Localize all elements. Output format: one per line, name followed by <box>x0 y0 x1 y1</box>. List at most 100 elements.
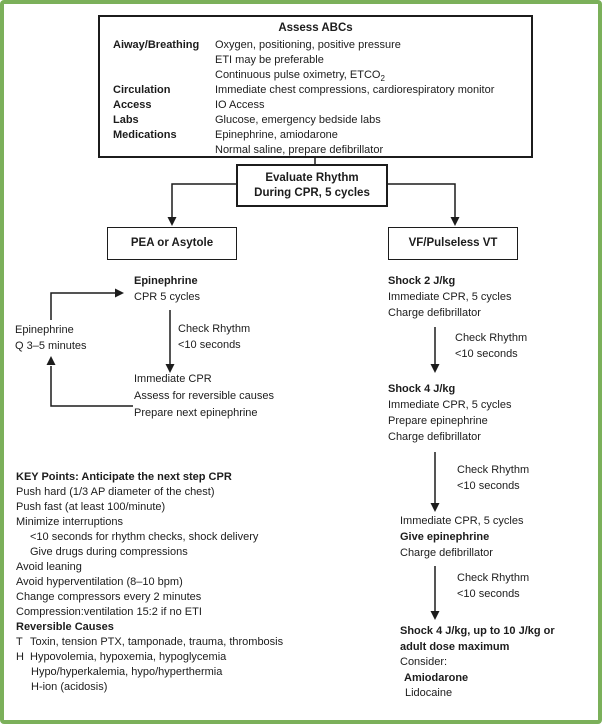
reversible-causes-title: Reversible Causes <box>16 621 114 633</box>
right-check-rhythm-1: Check Rhythm <10 seconds <box>455 330 527 362</box>
give-epi-bold-line: Give epinephrine <box>400 531 490 543</box>
reversible-cause-line: T Toxin, tension PTX, tamponade, trauma, … <box>16 635 283 650</box>
cause-text: Toxin, tension PTX, tamponade, trauma, t… <box>30 636 284 648</box>
assess-row-value: Glucose, emergency bedside labs <box>215 114 381 126</box>
key-point-line: Avoid hyperventilation (8–10 bpm) <box>16 576 183 588</box>
left-cpr-5-cycles: CPR 5 cycles <box>134 291 201 303</box>
assess-row-label: Labs <box>113 114 139 126</box>
key-point-line: <10 seconds for rhythm checks, shock del… <box>30 531 259 543</box>
give-epi-line2: Charge defibrillator <box>400 547 493 559</box>
assess-row: Circulation Immediate chest compressions… <box>100 83 531 98</box>
etco2-subscript: 2 <box>380 74 385 84</box>
assess-row-label: Access <box>113 99 152 111</box>
right-check-2-line1: Check Rhythm <box>457 464 530 476</box>
right-check-1-line1: Check Rhythm <box>455 332 528 344</box>
assess-row: Medications Epinephrine, amiodarone <box>100 128 531 143</box>
cause-text: Hypo/hyperkalemia, hypo/hyperthermia <box>31 666 223 678</box>
key-point-line: Minimize interruptions <box>16 516 123 528</box>
left-epinephrine-step: Epinephrine CPR 5 cycles <box>134 273 200 305</box>
left-immediate-cpr-step: Immediate CPR Assess for reversible caus… <box>134 371 274 422</box>
shock-4jkg-line2: Prepare epinephrine <box>388 415 488 427</box>
shock-2jkg-step: Shock 2 J/kg Immediate CPR, 5 cycles Cha… <box>388 273 511 321</box>
reversible-cause-line: H Hypovolemia, hypoxemia, hypoglycemia <box>16 650 283 665</box>
assess-row-value: Continuous pulse oximetry, ETCO2 <box>215 68 385 86</box>
assess-row-label: Aiway/Breathing <box>113 39 200 51</box>
key-point-line: Avoid leaning <box>16 561 82 573</box>
connector-to-pea <box>171 183 236 217</box>
shock-4jkg-title: Shock 4 J/kg <box>388 383 456 395</box>
shock-4jkg-line3: Charge defibrillator <box>388 431 481 443</box>
arrowhead-right-3 <box>430 611 440 620</box>
final-shock-step: Shock 4 J/kg, up to 10 J/kg or adult dos… <box>400 624 555 702</box>
arrowhead-to-vf <box>450 217 460 226</box>
right-check-rhythm-2: Check Rhythm <10 seconds <box>457 462 529 494</box>
shock-2jkg-line2: Charge defibrillator <box>388 307 481 319</box>
connector-to-vf <box>388 183 456 217</box>
arrowhead-left-check <box>165 364 175 373</box>
loop-label-line1: Epinephrine <box>15 324 74 336</box>
left-immediate-cpr-line1: Immediate CPR <box>134 373 212 385</box>
assess-row-value: Normal saline, prepare defibrillator <box>215 144 384 156</box>
key-point-line: Push hard (1/3 AP diameter of the chest) <box>16 486 215 498</box>
cause-text: H-ion (acidosis) <box>31 681 108 693</box>
assess-row-value: Immediate chest compressions, cardioresp… <box>215 84 495 96</box>
assess-row-label: Medications <box>113 129 177 141</box>
assess-row-value-text: Continuous pulse oximetry, ETCO <box>215 69 381 81</box>
key-point-line: Give drugs during compressions <box>30 546 188 558</box>
final-lidocaine: Lidocaine <box>405 687 453 699</box>
cause-text: Hypovolemia, hypoxemia, hypoglycemia <box>30 651 227 663</box>
vf-pulseless-vt-box: VF/Pulseless VT <box>388 227 518 260</box>
pea-asystole-label: PEA or Asytole <box>130 237 214 249</box>
shock-2jkg-title: Shock 2 J/kg <box>388 275 456 287</box>
reversible-cause-line: Hypo/hyperkalemia, hypo/hyperthermia <box>16 665 283 680</box>
left-immediate-cpr-line2: Assess for reversible causes <box>134 390 274 402</box>
assess-abcs-title: Assess ABCs <box>278 22 353 34</box>
right-check-3-line1: Check Rhythm <box>457 572 530 584</box>
assess-row: Aiway/Breathing Oxygen, positioning, pos… <box>100 38 531 53</box>
left-epinephrine-title: Epinephrine <box>134 275 198 287</box>
assess-row: Access IO Access <box>100 98 531 113</box>
assess-row: ETI may be preferable <box>100 53 531 68</box>
epinephrine-loop-label: Epinephrine Q 3–5 minutes <box>15 322 87 354</box>
loop-top-line <box>50 292 115 320</box>
vf-pulseless-vt-label: VF/Pulseless VT <box>408 237 498 249</box>
evaluate-rhythm-line1: Evaluate Rhythm <box>265 171 359 184</box>
arrowhead-loop-up <box>46 356 56 365</box>
right-check-3-line2: <10 seconds <box>457 588 520 600</box>
right-check-1-line2: <10 seconds <box>455 348 518 360</box>
shock-4jkg-line1: Immediate CPR, 5 cycles <box>388 399 512 411</box>
right-check-rhythm-3: Check Rhythm <10 seconds <box>457 570 529 602</box>
assess-row-value: Oxygen, positioning, positive pressure <box>215 39 401 51</box>
assess-row-label: Circulation <box>113 84 171 96</box>
loop-bottom-line <box>50 366 133 407</box>
evaluate-rhythm-box: Evaluate Rhythm During CPR, 5 cycles <box>236 164 388 207</box>
left-immediate-cpr-line3: Prepare next epinephrine <box>134 407 258 419</box>
left-check-rhythm-line1: Check Rhythm <box>178 323 251 335</box>
assess-abcs-box: Assess ABCs Aiway/Breathing Oxygen, posi… <box>98 15 533 158</box>
key-points-section: KEY Points: Anticipate the next step CPR… <box>16 470 283 695</box>
reversible-cause-line: H-ion (acidosis) <box>16 680 283 695</box>
cause-prefix: H <box>16 651 24 663</box>
final-amiodarone: Amiodarone <box>404 671 469 684</box>
assess-row-value: IO Access <box>215 99 265 111</box>
assess-row-value: Epinephrine, amiodarone <box>215 129 338 141</box>
shock-4jkg-step: Shock 4 J/kg Immediate CPR, 5 cycles Pre… <box>388 381 511 445</box>
left-check-rhythm-line2: <10 seconds <box>178 339 241 351</box>
key-point-line: Push fast (at least 100/minute) <box>16 501 166 513</box>
arrowhead-right-1 <box>430 364 440 373</box>
key-points-title: KEY Points: Anticipate the next step CPR <box>16 471 232 483</box>
final-shock-title1: Shock 4 J/kg, up to 10 J/kg or <box>400 625 555 637</box>
loop-label-line2: Q 3–5 minutes <box>15 340 87 352</box>
right-check-2-line2: <10 seconds <box>457 480 520 492</box>
left-check-rhythm-label: Check Rhythm <10 seconds <box>178 321 250 353</box>
assess-row: Continuous pulse oximetry, ETCO2 <box>100 68 531 83</box>
key-point-line: Change compressors every 2 minutes <box>16 591 202 603</box>
give-epinephrine-step: Immediate CPR, 5 cycles Give epinephrine… <box>400 513 523 561</box>
assess-row: Normal saline, prepare defibrillator <box>100 143 531 158</box>
cause-prefix: T <box>16 636 23 648</box>
arrowhead-right-2 <box>430 503 440 512</box>
shock-2jkg-line1: Immediate CPR, 5 cycles <box>388 291 512 303</box>
pea-asystole-box: PEA or Asytole <box>107 227 237 260</box>
final-consider: Consider: <box>400 656 448 668</box>
